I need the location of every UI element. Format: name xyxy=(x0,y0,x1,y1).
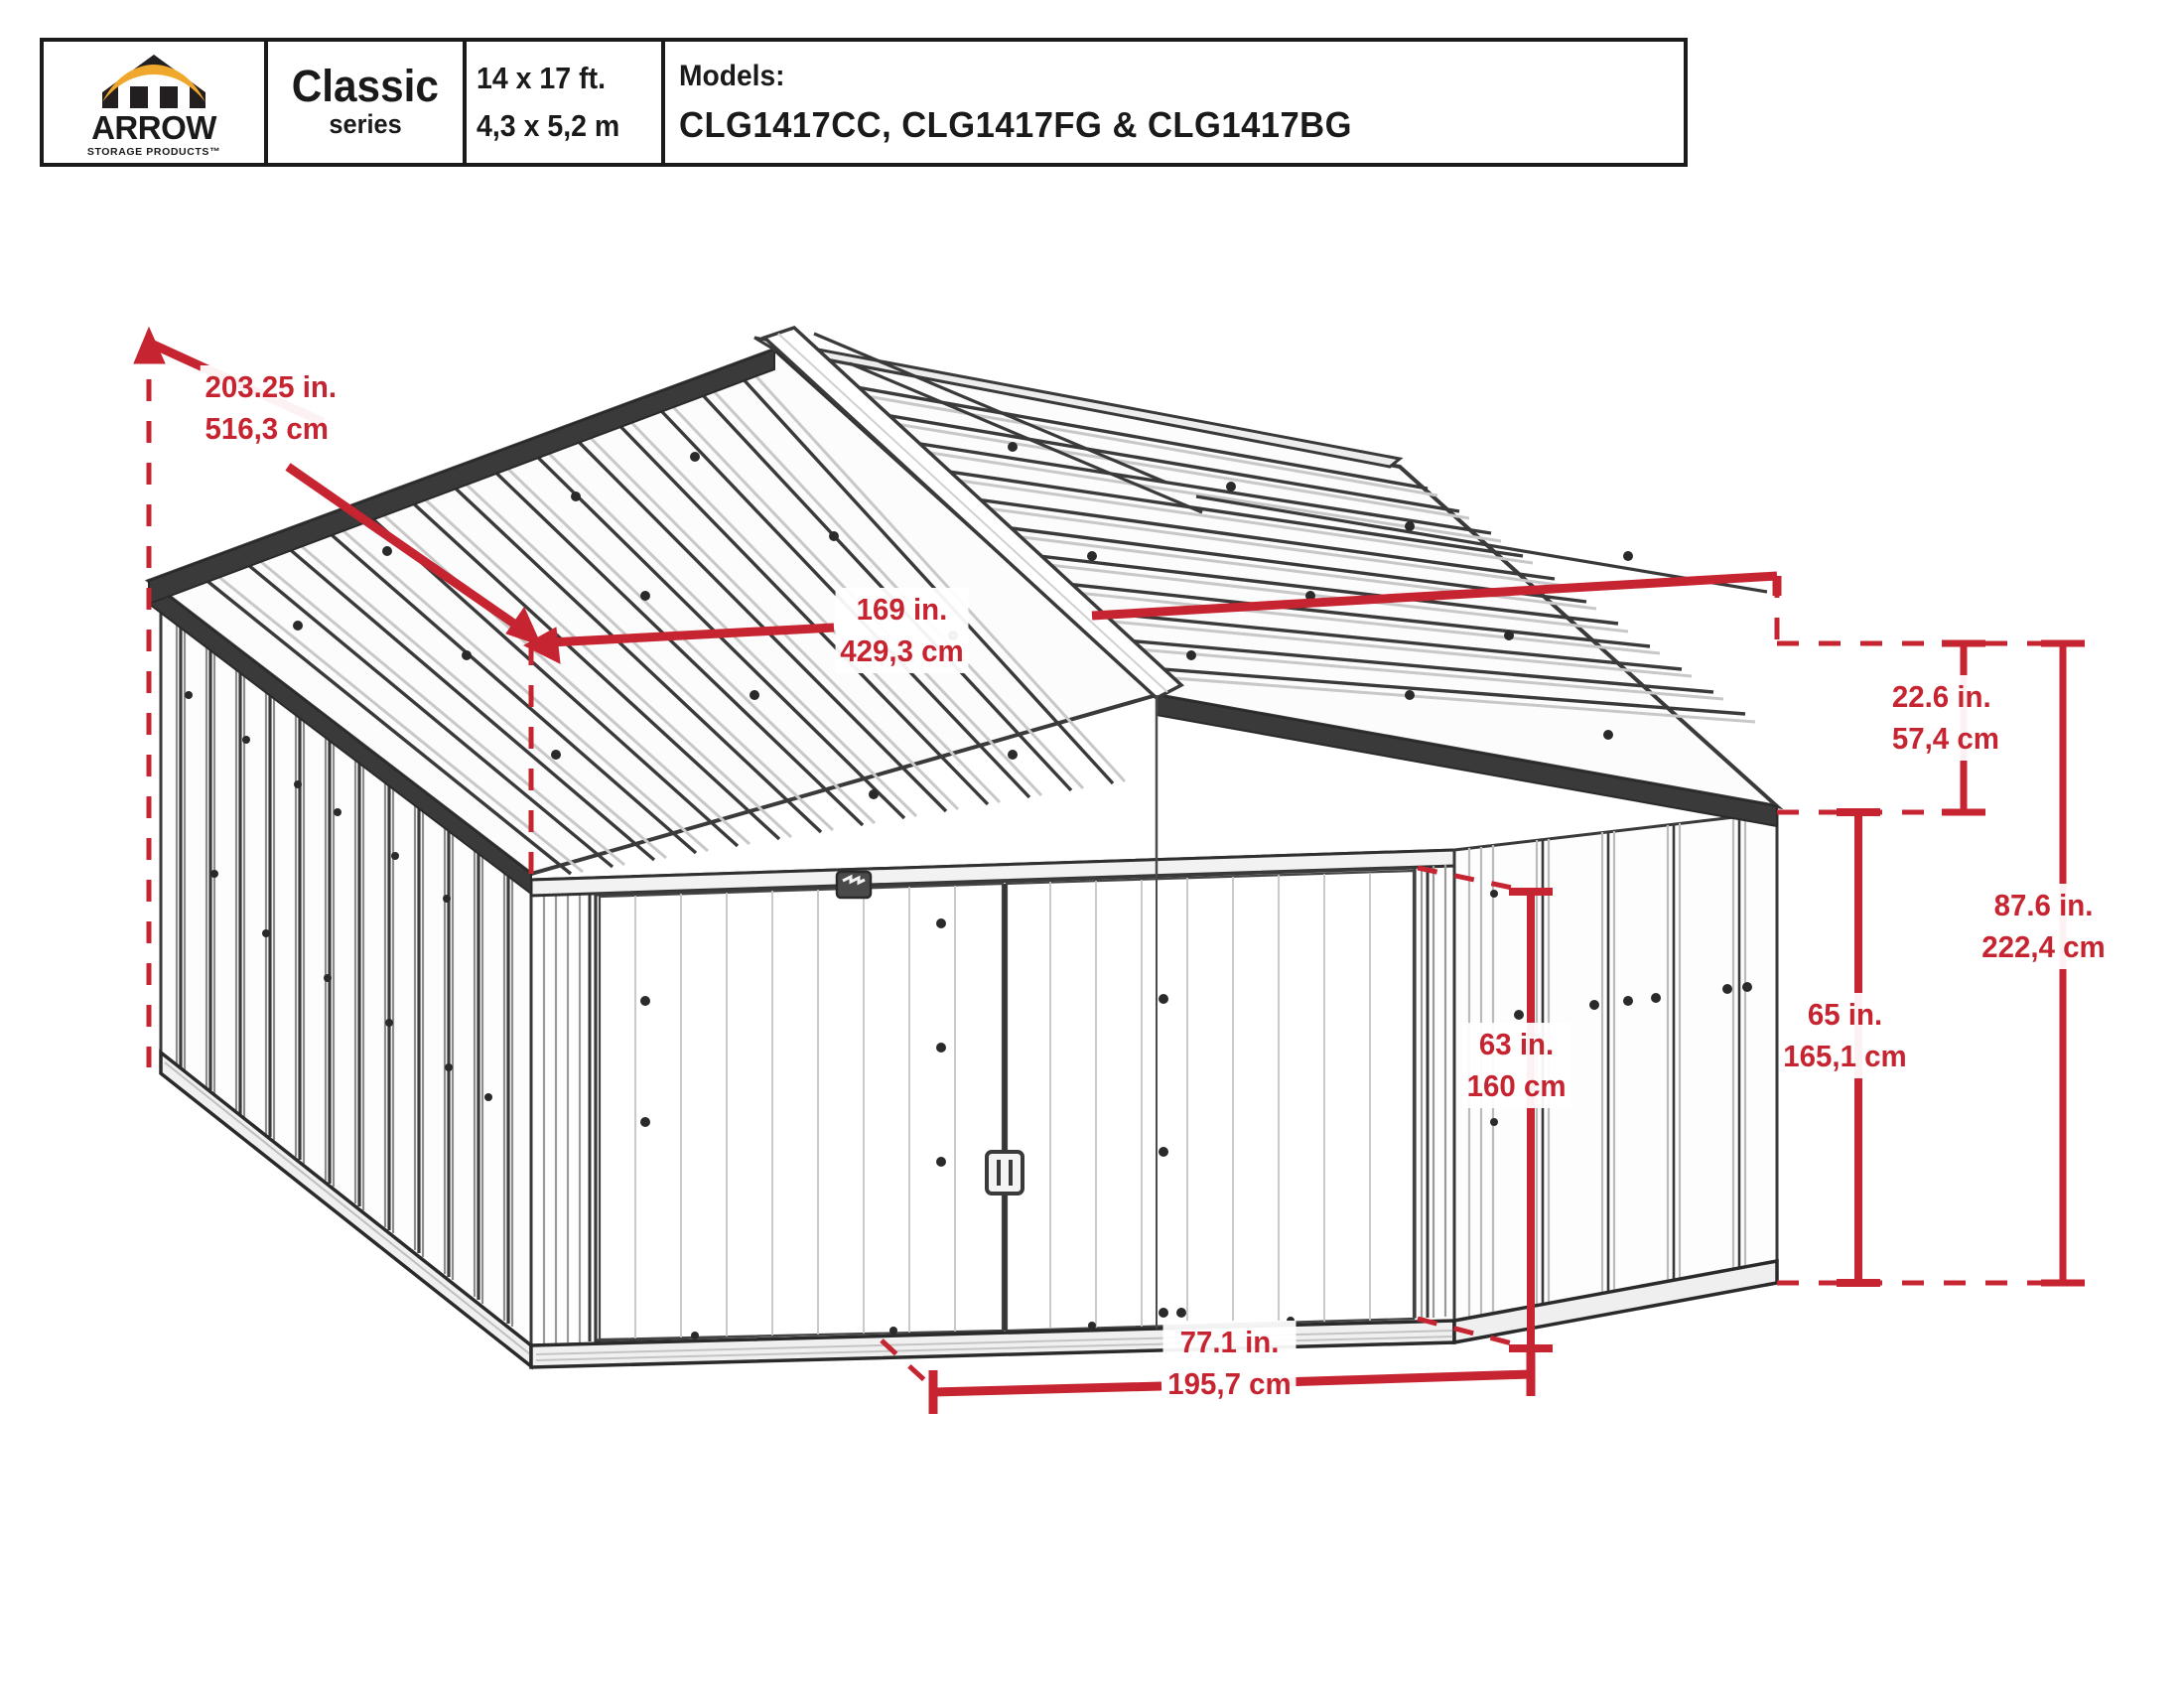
roof-plane-far-right xyxy=(813,332,1203,514)
left-sidewall xyxy=(159,584,533,1370)
roof-plane-back xyxy=(1195,494,1768,594)
series-name: Classic xyxy=(291,61,440,112)
size-imperial: 14 x 17 ft. xyxy=(477,60,607,95)
double-door xyxy=(594,866,1417,1342)
door-leaf-left xyxy=(598,882,1005,1341)
brand-name: ARROW xyxy=(91,108,216,146)
roof-plane-rear xyxy=(753,336,1404,469)
dim-label-eave-rise: 22.6 in. 57,4 cm xyxy=(1887,675,2004,761)
dim-door-height xyxy=(1417,865,1553,1352)
dim-label-ridge-length: 169 in. 429,3 cm xyxy=(835,588,969,673)
models-list: CLG1417CC, CLG1417FG & CLG1417BG xyxy=(679,103,1352,145)
front-wall xyxy=(529,848,1456,1369)
dim-label-total-height: 87.6 in. 222,4 cm xyxy=(1977,884,2111,969)
models-label: Models: xyxy=(679,59,785,92)
dim-label-door-height: 63 in. 160 cm xyxy=(1461,1023,1571,1108)
size-cell: 14 x 17 ft. 4,3 x 5,2 m xyxy=(467,42,665,163)
dim-label-door-width: 77.1 in. 195,7 cm xyxy=(1162,1321,1297,1406)
house-roof-logo-icon xyxy=(98,53,209,110)
models-cell: Models: CLG1417CC, CLG1417FG & CLG1417BG xyxy=(665,42,1684,163)
series-cell: Classic series xyxy=(268,42,467,163)
dim-label-overall-height: 203.25 in. 516,3 cm xyxy=(200,365,341,451)
roof-plane-front-right xyxy=(767,342,1784,828)
size-metric: 4,3 x 5,2 m xyxy=(477,108,620,143)
door-leaf-right xyxy=(1005,869,1416,1333)
series-sub-label: series xyxy=(329,109,402,140)
dim-label-wall-height: 65 in. 165,1 cm xyxy=(1778,993,1912,1078)
roof-ridge-cap xyxy=(760,326,1185,701)
dim-ridge-length xyxy=(522,571,1782,894)
brand-tagline: STORAGE PRODUCTS™ xyxy=(86,145,221,158)
brand-logo-cell: ARROW STORAGE PRODUCTS™ xyxy=(44,42,268,163)
door-handle[interactable] xyxy=(985,1150,1123,1196)
title-block: ARROW STORAGE PRODUCTS™ Classic series 1… xyxy=(40,38,1688,167)
